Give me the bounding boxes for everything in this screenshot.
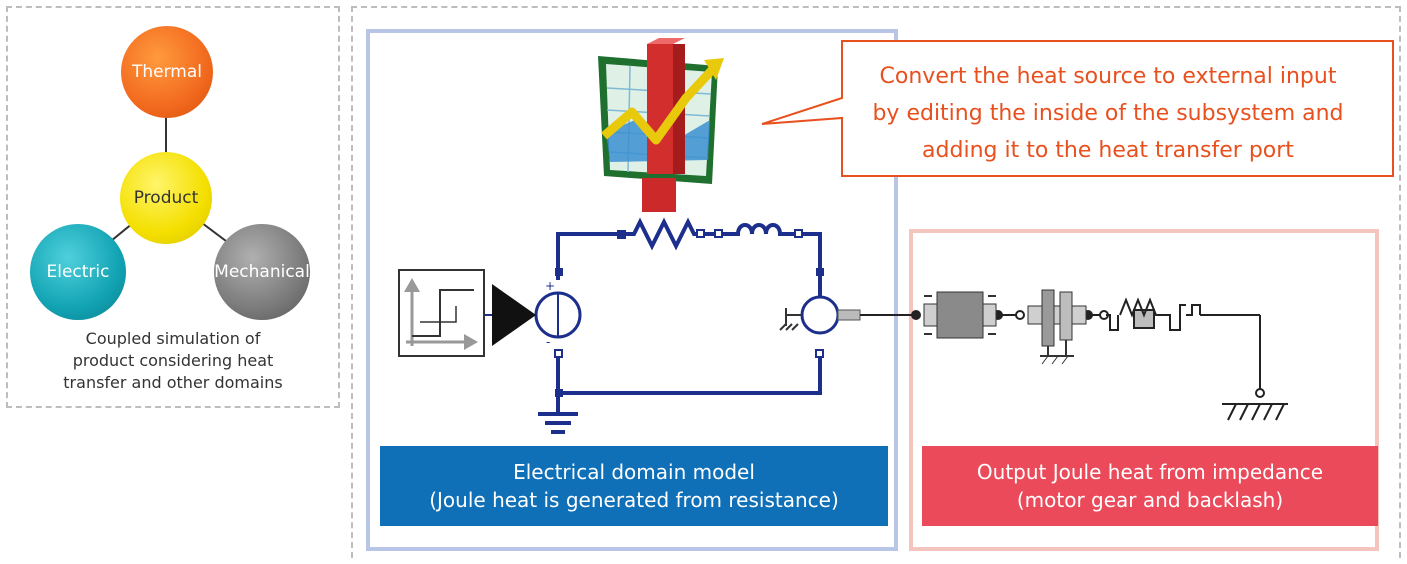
- electric-node: Electric: [30, 224, 126, 320]
- output-panel-border: [909, 229, 1379, 551]
- motor-inertia: [923, 291, 997, 339]
- domain-caption: Coupled simulation of product considerin…: [20, 328, 326, 394]
- step-input-block: [398, 269, 485, 357]
- minus-sign: -: [546, 335, 550, 349]
- plus-sign: +: [545, 279, 555, 293]
- product-label: Product: [133, 188, 199, 208]
- output-label-subtitle: (motor gear and backlash): [1016, 488, 1284, 512]
- electric-label: Electric: [46, 262, 110, 282]
- electrical-label-subtitle: (Joule heat is generated from resistance…: [429, 488, 839, 512]
- mechanical-label: Mechanical: [214, 262, 310, 282]
- callout-line: adding it to the heat transfer port: [922, 138, 1294, 163]
- resistor: [622, 217, 700, 251]
- thermal-node: Thermal: [121, 26, 213, 118]
- mechanical-node: Mechanical: [214, 224, 310, 320]
- callout-line: by editing the inside of the subsystem a…: [872, 101, 1344, 126]
- sensor-ground: [779, 308, 802, 331]
- right-panel-frame: [351, 6, 1401, 558]
- caption-line: transfer and other domains: [63, 373, 283, 392]
- electrical-domain-label: Electrical domain model (Joule heat is g…: [380, 446, 888, 526]
- output-heat-label: Output Joule heat from impedance (motor …: [922, 446, 1378, 526]
- electrical-label-title: Electrical domain model: [513, 460, 755, 484]
- output-label-title: Output Joule heat from impedance: [976, 460, 1324, 484]
- circuit-wires: [556, 232, 822, 414]
- mechanical-chain: [860, 310, 1288, 421]
- gear-block: [1027, 289, 1087, 365]
- backlash-block: [1106, 297, 1201, 331]
- inductor: [704, 223, 798, 236]
- thermal-label: Thermal: [131, 62, 202, 82]
- product-node: Product: [120, 152, 212, 244]
- left-panel-frame: [6, 6, 340, 408]
- open-ports: [554, 229, 824, 358]
- caption-line: product considering heat: [72, 351, 274, 370]
- gain-block: [492, 284, 536, 346]
- electrical-panel-border: [366, 29, 898, 551]
- chart-icon: [598, 38, 724, 212]
- callout-bubble: [761, 40, 1394, 177]
- callout-text: Convert the heat source to external inpu…: [838, 58, 1378, 169]
- callout-line: Convert the heat source to external inpu…: [879, 64, 1337, 89]
- caption-line: Coupled simulation of: [85, 329, 261, 348]
- ground-symbol: [538, 412, 578, 434]
- circuit-ports: [555, 230, 824, 397]
- heat-sensor: [800, 295, 840, 335]
